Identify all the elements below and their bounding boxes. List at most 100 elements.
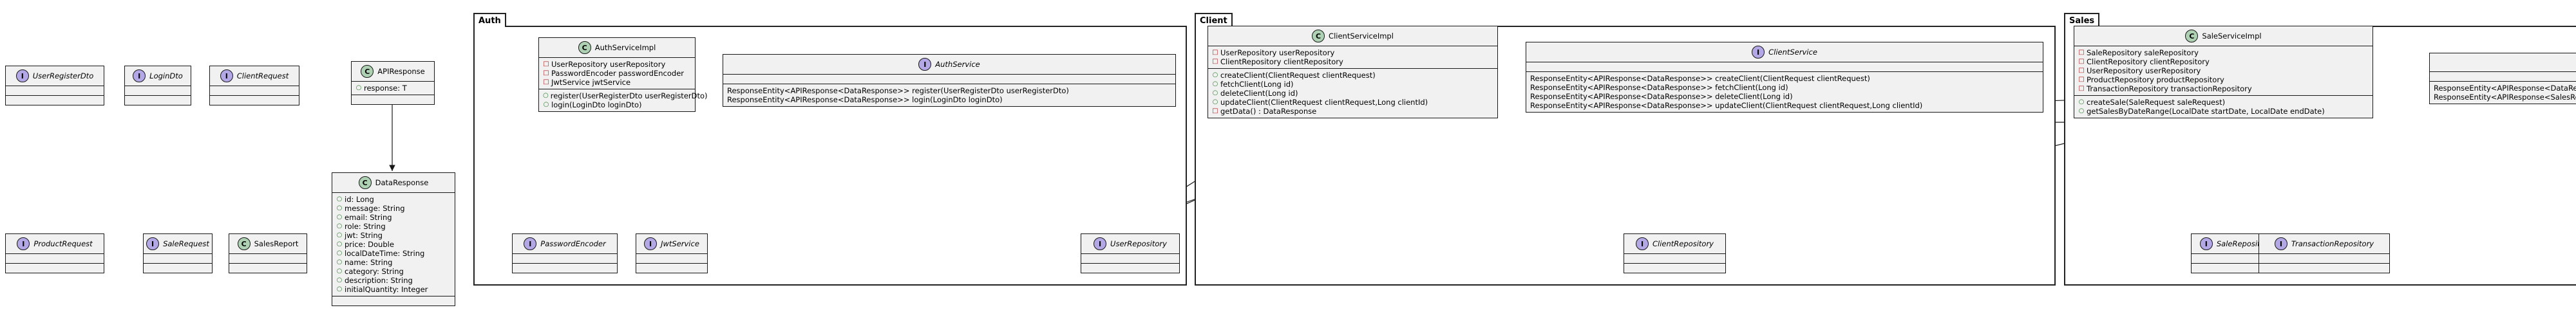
interface-badge-icon: I xyxy=(1094,237,1107,250)
methods-section xyxy=(1624,263,1725,273)
methods-section xyxy=(125,95,191,105)
fields-section: □UserRepository userRepository□PasswordE… xyxy=(539,57,695,89)
methods-section xyxy=(352,95,434,104)
methods-section xyxy=(6,263,104,273)
private-visibility-icon: □ xyxy=(1212,49,1218,56)
field-row: □ClientRepository clientRepository xyxy=(1212,57,1493,66)
class-name: ClientService xyxy=(1768,48,1817,57)
field-text: initialQuantity: Integer xyxy=(345,285,428,294)
class-name: ProductRequest xyxy=(33,239,93,248)
interface-badge-icon: I xyxy=(1636,237,1649,250)
methods-section xyxy=(144,263,212,273)
fields-section xyxy=(636,253,707,263)
field-text: UserRepository userRepository xyxy=(2087,66,2201,75)
methods-section: ○ createClient(ClientRequest clientReques… xyxy=(1208,68,1497,118)
method-text: getSalesByDateRange(LocalDate startDate,… xyxy=(2087,107,2325,116)
methods-section xyxy=(636,263,707,273)
class-name: UserRegisterDto xyxy=(32,71,94,80)
method-row: ResponseEntity<APIResponse<DataResponse>… xyxy=(727,86,1171,95)
class-name: ClientRequest xyxy=(236,71,289,80)
method-row: ResponseEntity<APIResponse<DataResponse> xyxy=(2434,84,2576,93)
class-name: JwtService xyxy=(661,239,699,248)
field-text: ProductRepository productRepository xyxy=(2087,75,2224,84)
class-name: ClientRepository xyxy=(1653,239,1714,248)
fields-section xyxy=(6,253,104,263)
public-visibility-icon: ○ xyxy=(336,232,343,239)
field-text: UserRepository userRepository xyxy=(1220,48,1335,57)
public-visibility-icon: ○ xyxy=(336,268,343,275)
method-text: ResponseEntity<APIResponse<DataResponse>… xyxy=(1530,74,1870,83)
public-visibility-icon: ○ xyxy=(1212,98,1218,105)
private-visibility-icon: □ xyxy=(2078,85,2085,92)
method-row: ResponseEntity<APIResponse<DataResponse>… xyxy=(1530,74,2039,83)
interface-badge-icon: I xyxy=(15,69,29,82)
method-row: ResponseEntity<APIResponse<SalesReport>> xyxy=(2434,93,2576,102)
class-badge-icon: C xyxy=(361,65,374,78)
class-badge-icon: C xyxy=(578,41,591,54)
class-header xyxy=(2430,53,2576,71)
class-name: TransactionRepository xyxy=(2291,239,2374,248)
method-text: createClient(ClientRequest clientRequest… xyxy=(1220,71,1376,80)
fields-section: □UserRepository userRepository□ClientRep… xyxy=(1208,46,1497,68)
interface-badge-icon: I xyxy=(220,69,233,82)
public-visibility-icon: ○ xyxy=(336,286,343,293)
field-text: SaleRepository saleRepository xyxy=(2087,48,2199,57)
class-name: AuthServiceImpl xyxy=(594,43,656,52)
interface-badge-icon: I xyxy=(146,237,160,250)
methods-section: ResponseEntity<APIResponse<DataResponse>… xyxy=(1526,71,2043,112)
class-client-repository[interactable]: I ClientRepository xyxy=(1624,233,1726,273)
method-text: deleteClient(Long id) xyxy=(1220,89,1298,98)
class-name: DataResponse xyxy=(375,178,429,187)
class-name: SaleRepository xyxy=(2216,239,2273,248)
methods-section: ResponseEntity<APIResponse<DataResponse>… xyxy=(2430,81,2576,104)
method-text: ResponseEntity<APIResponse<DataResponse>… xyxy=(1530,92,1793,101)
field-text: PasswordEncoder passwordEncoder xyxy=(551,69,685,78)
method-text: register(UserRegisterDto userRegisterDto… xyxy=(550,91,708,100)
field-text: message: String xyxy=(345,204,405,213)
methods-section xyxy=(332,296,455,305)
class-badge-icon: C xyxy=(1312,30,1325,42)
public-visibility-icon: ○ xyxy=(1212,89,1218,96)
methods-section xyxy=(2259,263,2389,273)
methods-section xyxy=(210,95,299,105)
field-text: price: Double xyxy=(345,240,394,249)
method-row: ○deleteClient(Long id) xyxy=(1212,89,1493,98)
field-text: ClientRepository clientRepository xyxy=(2087,57,2210,66)
field-row: □UserRepository userRepository xyxy=(543,60,691,69)
method-row: ○fetchClient(Long id) xyxy=(1212,80,1493,89)
field-row: □ClientRepository clientRepository xyxy=(2078,57,2369,66)
fields-section xyxy=(2430,71,2576,81)
public-visibility-icon: ○ xyxy=(2078,107,2085,114)
field-row: □PasswordEncoder passwordEncoder xyxy=(543,69,691,78)
class-sale-service[interactable]: ResponseEntity<APIResponse<DataResponse>… xyxy=(2429,53,2576,104)
methods-section xyxy=(2192,263,2280,273)
field-row: ○jwt: String xyxy=(336,231,451,240)
interface-badge-icon: I xyxy=(918,58,932,71)
method-text: getData() : DataResponse xyxy=(1220,107,1317,116)
method-row: ResponseEntity<APIResponse<DataResponse>… xyxy=(1530,92,2039,101)
package-client-label: Client xyxy=(1195,13,1233,27)
field-text: name: String xyxy=(345,258,393,267)
